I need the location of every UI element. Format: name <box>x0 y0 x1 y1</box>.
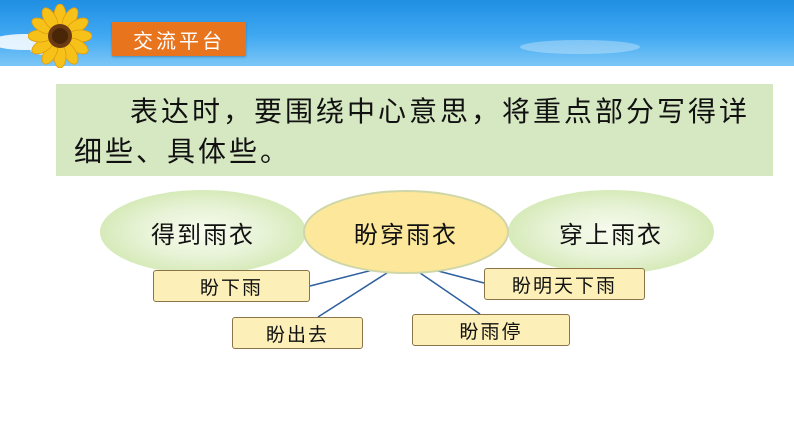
sunflower-icon <box>28 4 92 68</box>
detail-box-2: 盼明天下雨 <box>484 268 645 300</box>
topic-label: 得到雨衣 <box>151 220 255 249</box>
topic-ellipse-1: 得到雨衣 <box>100 190 306 274</box>
topic-ellipse-3: 穿上雨衣 <box>508 190 714 274</box>
detail-label: 盼下雨 <box>199 276 263 299</box>
detail-label: 盼雨停 <box>459 320 523 343</box>
key-statement: 表达时，要围绕中心意思，将重点部分写得详细些、具体些。 <box>56 84 773 176</box>
detail-box-3: 盼出去 <box>232 317 363 349</box>
cloud-decoration <box>520 40 640 54</box>
detail-label: 盼明天下雨 <box>511 274 617 297</box>
detail-label: 盼出去 <box>265 323 329 346</box>
detail-box-4: 盼雨停 <box>412 314 570 346</box>
section-tag: 交流平台 <box>112 22 246 56</box>
topic-label: 穿上雨衣 <box>559 220 663 249</box>
topic-ellipse-2-highlighted: 盼穿雨衣 <box>303 190 509 274</box>
topic-label: 盼穿雨衣 <box>354 220 458 249</box>
detail-box-1: 盼下雨 <box>153 270 310 302</box>
